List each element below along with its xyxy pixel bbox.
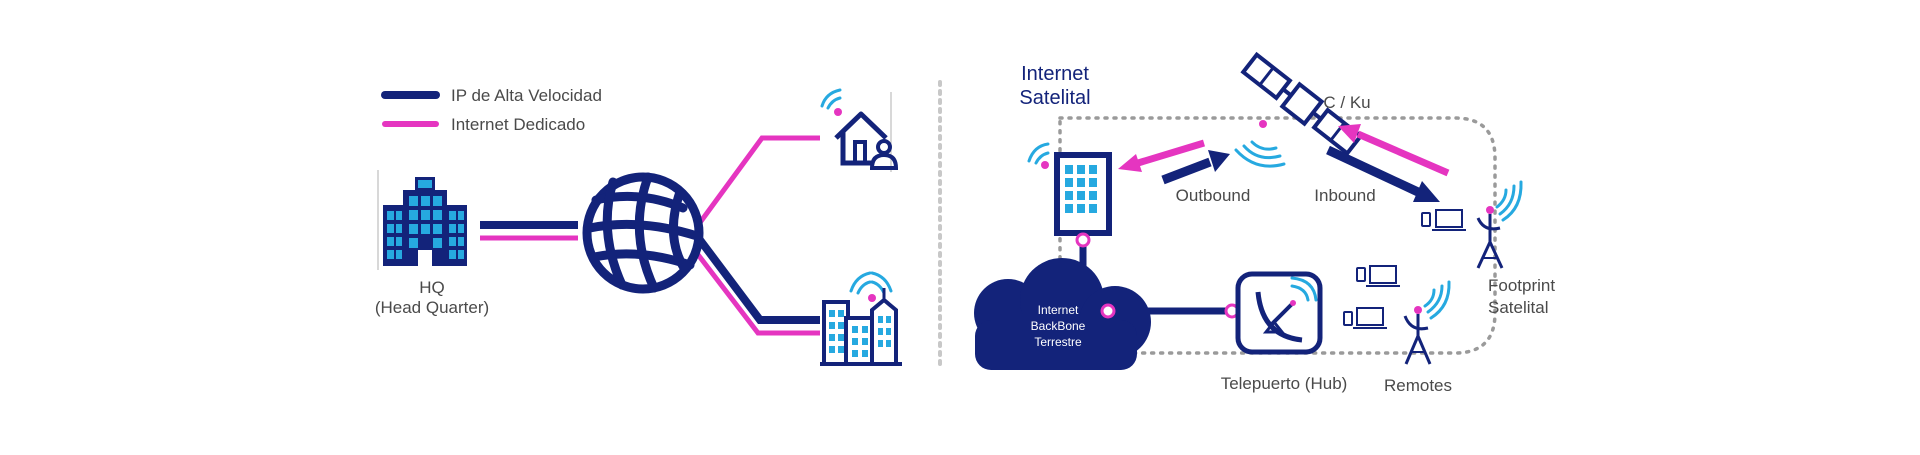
legend-ip-label: IP de Alta Velocidad (451, 86, 602, 105)
globe-icon (582, 172, 704, 294)
inbound-uplink-arrow (1356, 130, 1450, 177)
city-ip-link (696, 237, 820, 324)
outbound-arrows (1118, 139, 1230, 185)
link-node (1100, 303, 1116, 319)
footprint-outline (1058, 116, 1497, 355)
backbone-label-line2: BackBone (1031, 319, 1086, 333)
backbone-label-line3: Terrestre (1034, 335, 1082, 349)
teleport-label: Telepuerto (Hub) (1221, 374, 1348, 393)
home-user-icon (820, 88, 899, 172)
legend: IP de Alta Velocidad Internet Dedicado (381, 86, 602, 134)
link-node (1075, 232, 1091, 248)
remote-devices-icon (1343, 265, 1400, 329)
outbound-label: Outbound (1176, 186, 1251, 205)
teleport-hub-icon (1235, 271, 1323, 355)
remote-antenna-icon (1403, 280, 1451, 365)
satellite-title-line1: Internet (1021, 63, 1089, 85)
backbone-label-line1: Internet (1038, 303, 1079, 317)
inbound-downlink-arrow (1326, 145, 1420, 197)
hq-sublabel: (Head Quarter) (375, 298, 489, 317)
ground-station-building-icon (1027, 142, 1112, 236)
legend-internet-label: Internet Dedicado (451, 115, 585, 134)
backbone-cloud-icon (974, 258, 1151, 370)
outbound-return-arrow (1136, 139, 1206, 167)
city-internet-link (694, 250, 820, 336)
footprint-label-line2: Satelital (1488, 298, 1548, 317)
home-internet-link (693, 135, 820, 230)
devices-icon (1421, 209, 1466, 231)
satellite-title-line2: Satelital (1019, 87, 1090, 109)
footprint-label-line1: Footprint (1488, 276, 1555, 295)
footprint-antenna-icon (1476, 180, 1523, 269)
hq-building-icon (377, 170, 467, 270)
remotes-label: Remotes (1384, 376, 1452, 395)
city-buildings-icon (820, 271, 902, 366)
outbound-uplink-arrow (1161, 157, 1212, 185)
inbound-label: Inbound (1314, 186, 1375, 205)
hq-label: HQ (419, 278, 445, 297)
inbound-arrows (1326, 124, 1450, 202)
satellite-icon (1234, 51, 1364, 168)
band-label: C / Ku (1323, 93, 1370, 112)
